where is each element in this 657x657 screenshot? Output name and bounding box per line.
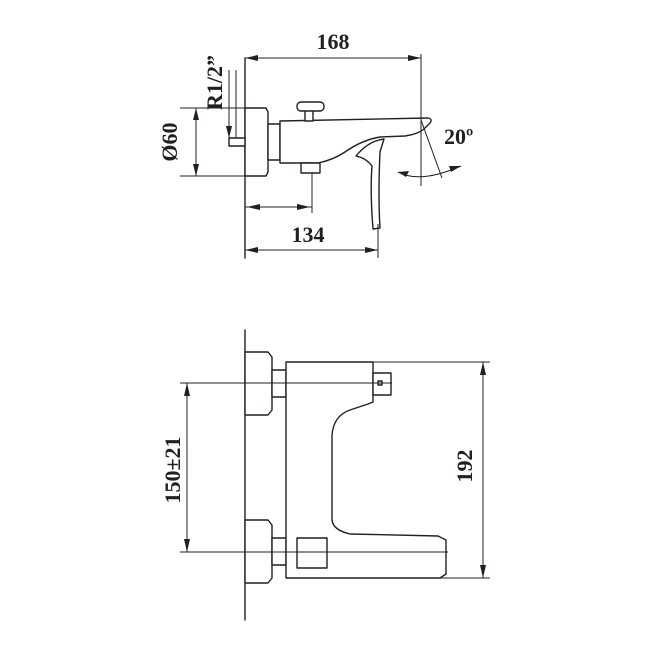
thread-arrow [226,126,232,138]
side-view: 168 R1/2” Ø60 20º 134 [157,29,473,259]
bottom-nut [300,162,321,174]
dim-168-label: 168 [317,29,350,54]
dim-192-label: 192 [452,450,477,483]
angle-spout-line [420,119,443,179]
dim-168-arrow-left [245,55,258,61]
diverter-knob [296,101,325,112]
angle-arrow-left [398,171,409,177]
dim-192-arrow-top [480,362,486,375]
dim-60-arrow-bottom [193,164,199,176]
handle-square [296,537,328,569]
dim-134-arrow-right [365,247,378,253]
dim-60-arrow-top [193,108,199,120]
angle-label: 20º [444,124,473,149]
mixer-body-top [285,361,447,579]
adjust-arrow-right [297,204,310,210]
angle-arrow-right [449,166,461,172]
lever-handle-side [355,138,385,230]
dim-150-label: 150±21 [160,436,185,503]
wall-flange-side [244,107,269,177]
dim-150-arrow-bottom [184,539,190,552]
mixer-body-side [279,117,432,164]
dim-134-arrow-left [245,247,258,253]
top-view: 150±21 192 [160,329,490,621]
dim-168-arrow-right [408,55,421,61]
dim-60-label: Ø60 [157,122,182,161]
thread-label: R1/2” [202,55,227,110]
dim-134-label: 134 [292,222,325,247]
connector-block-side [267,123,281,161]
dim-150-arrow-top [184,383,190,396]
thread-stub [228,137,246,147]
dim-192-arrow-bottom [480,565,486,578]
adjust-arrow-left [247,204,260,210]
